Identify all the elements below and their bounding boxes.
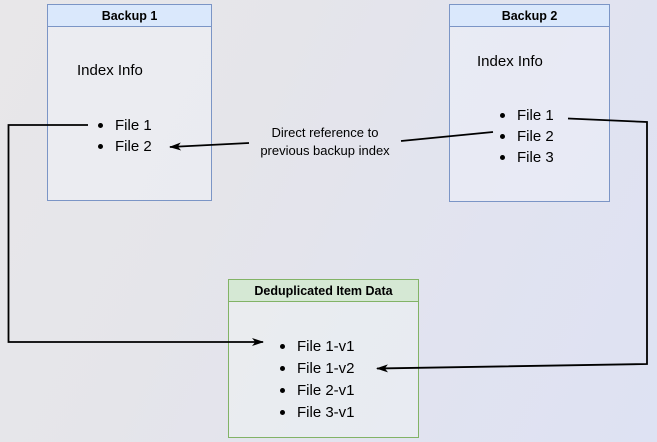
bullet-icon	[280, 387, 285, 393]
backup1-subtitle: Index Info	[77, 62, 143, 79]
bullet-icon	[500, 155, 505, 160]
list-item-label: File 1-v2	[297, 359, 355, 377]
backup1-title: Backup 1	[48, 5, 211, 27]
list-item-label: File 3	[517, 149, 554, 166]
backup2-file-list: File 1 File 2 File 3	[500, 105, 554, 168]
list-item: File 3	[500, 147, 554, 168]
list-item-label: File 3-v1	[297, 403, 355, 421]
bullet-icon	[500, 134, 505, 139]
list-item: File 1-v2	[280, 357, 355, 379]
backup2-box: Backup 2 Index Info File 1 File 2 File 3	[449, 4, 610, 202]
dedup-title: Deduplicated Item Data	[229, 280, 418, 302]
bullet-icon	[98, 123, 103, 128]
list-item-label: File 1	[517, 107, 554, 124]
list-item: File 3-v1	[280, 401, 355, 423]
bullet-icon	[280, 409, 285, 415]
direct-reference-label-line2: previous backup index	[260, 142, 390, 158]
list-item-label: File 2	[115, 138, 152, 155]
bullet-icon	[500, 113, 505, 118]
list-item: File 1	[500, 105, 554, 126]
backup2-title: Backup 2	[450, 5, 609, 27]
direct-reference-label: Direct reference to previous backup inde…	[240, 124, 410, 159]
list-item-label: File 2-v1	[297, 381, 355, 399]
bullet-icon	[280, 365, 285, 371]
list-item-label: File 2	[517, 128, 554, 145]
list-item: File 1	[98, 115, 152, 136]
list-item: File 1-v1	[280, 335, 355, 357]
backup1-box: Backup 1 Index Info File 1 File 2	[47, 4, 212, 201]
dedup-box: Deduplicated Item Data File 1-v1 File 1-…	[228, 279, 419, 438]
backup1-file-list: File 1 File 2	[98, 115, 152, 157]
backup2-subtitle: Index Info	[477, 53, 543, 70]
bullet-icon	[98, 144, 103, 149]
bullet-icon	[280, 343, 285, 349]
list-item: File 2-v1	[280, 379, 355, 401]
list-item-label: File 1-v1	[297, 337, 355, 355]
list-item-label: File 1	[115, 117, 152, 134]
list-item: File 2	[500, 126, 554, 147]
direct-reference-label-line1: Direct reference to	[271, 125, 379, 140]
dedup-file-list: File 1-v1 File 1-v2 File 2-v1 File 3-v1	[280, 335, 355, 423]
list-item: File 2	[98, 136, 152, 157]
